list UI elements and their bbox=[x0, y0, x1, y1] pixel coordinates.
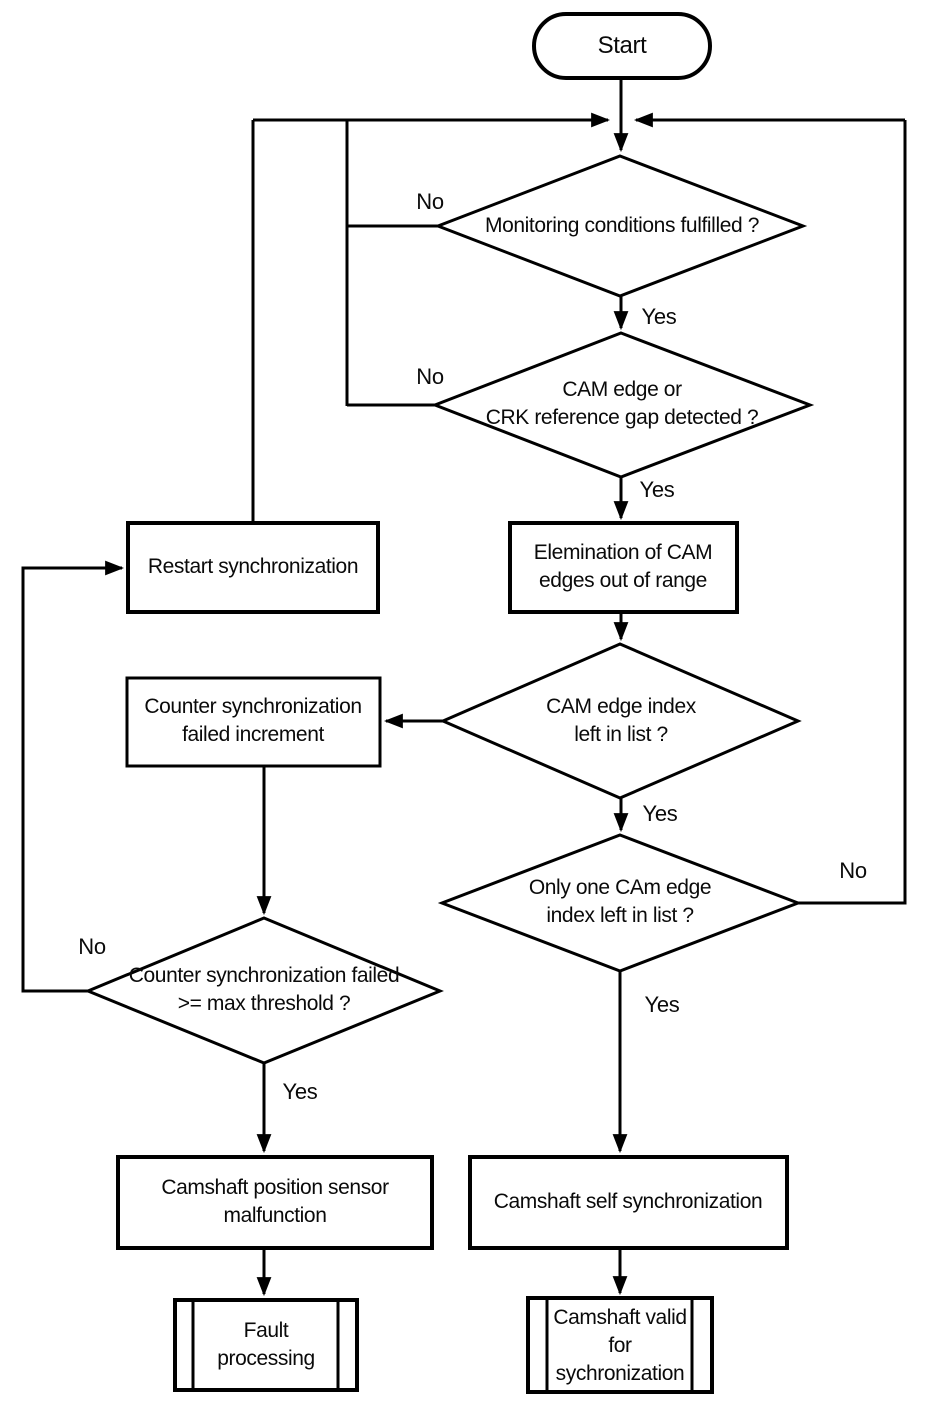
elimination-process-shape bbox=[508, 521, 739, 614]
edge-only-one-no bbox=[798, 120, 907, 905]
restart-process-shape bbox=[126, 521, 380, 614]
monitoring-decision-shape bbox=[433, 154, 808, 298]
edge-threshold-no bbox=[21, 560, 125, 993]
start-terminator-shape bbox=[532, 12, 712, 80]
elimination-node-label: Elemination of CAM edges out of range bbox=[533, 540, 713, 592]
start-node-label: Start bbox=[597, 31, 647, 59]
fault-node-label: Fault processing bbox=[217, 1318, 315, 1370]
only-one-no-label: No bbox=[839, 858, 867, 883]
cam-edge-no-label: No bbox=[416, 364, 444, 389]
valid-node-label: Camshaft valid for sychronization bbox=[553, 1305, 687, 1386]
malfunction-process-shape bbox=[116, 1155, 434, 1250]
threshold-decision-shape bbox=[84, 916, 444, 1065]
only-one-node-label: Only one CAm edge index left in list ? bbox=[528, 875, 712, 927]
monitoring-node-label: Monitoring conditions fulfilled ? bbox=[485, 213, 759, 237]
cam-edge-decision-shape bbox=[430, 331, 815, 479]
threshold-node-label: Counter synchronization failed >= max th… bbox=[128, 963, 400, 1015]
fault-predefined-shape bbox=[173, 1298, 359, 1392]
cam-edge-yes-label: Yes bbox=[639, 477, 675, 502]
self-sync-process-shape bbox=[468, 1155, 789, 1250]
index-left-decision-shape bbox=[439, 642, 802, 800]
monitoring-no-label: No bbox=[416, 189, 444, 214]
restart-node-label: Restart synchronization bbox=[147, 554, 359, 578]
counter-node-label: Counter synchronization failed increment bbox=[144, 694, 362, 746]
monitoring-yes-label: Yes bbox=[641, 304, 677, 329]
index-left-yes-label: Yes bbox=[642, 801, 678, 826]
threshold-no-label: No bbox=[78, 934, 106, 959]
only-one-yes-label: Yes bbox=[644, 992, 680, 1017]
counter-process-shape bbox=[125, 676, 382, 768]
malfunction-node-label: Camshaft position sensor malfunction bbox=[161, 1175, 389, 1227]
index-left-node-label: CAM edge index left in list ? bbox=[546, 694, 696, 746]
threshold-yes-label: Yes bbox=[282, 1079, 318, 1104]
cam-edge-node-label: CAM edge or CRK reference gap detected ? bbox=[485, 377, 759, 429]
only-one-decision-shape bbox=[437, 833, 803, 973]
valid-predefined-shape bbox=[526, 1296, 714, 1394]
self-sync-node-label: Camshaft self synchronization bbox=[493, 1189, 763, 1213]
